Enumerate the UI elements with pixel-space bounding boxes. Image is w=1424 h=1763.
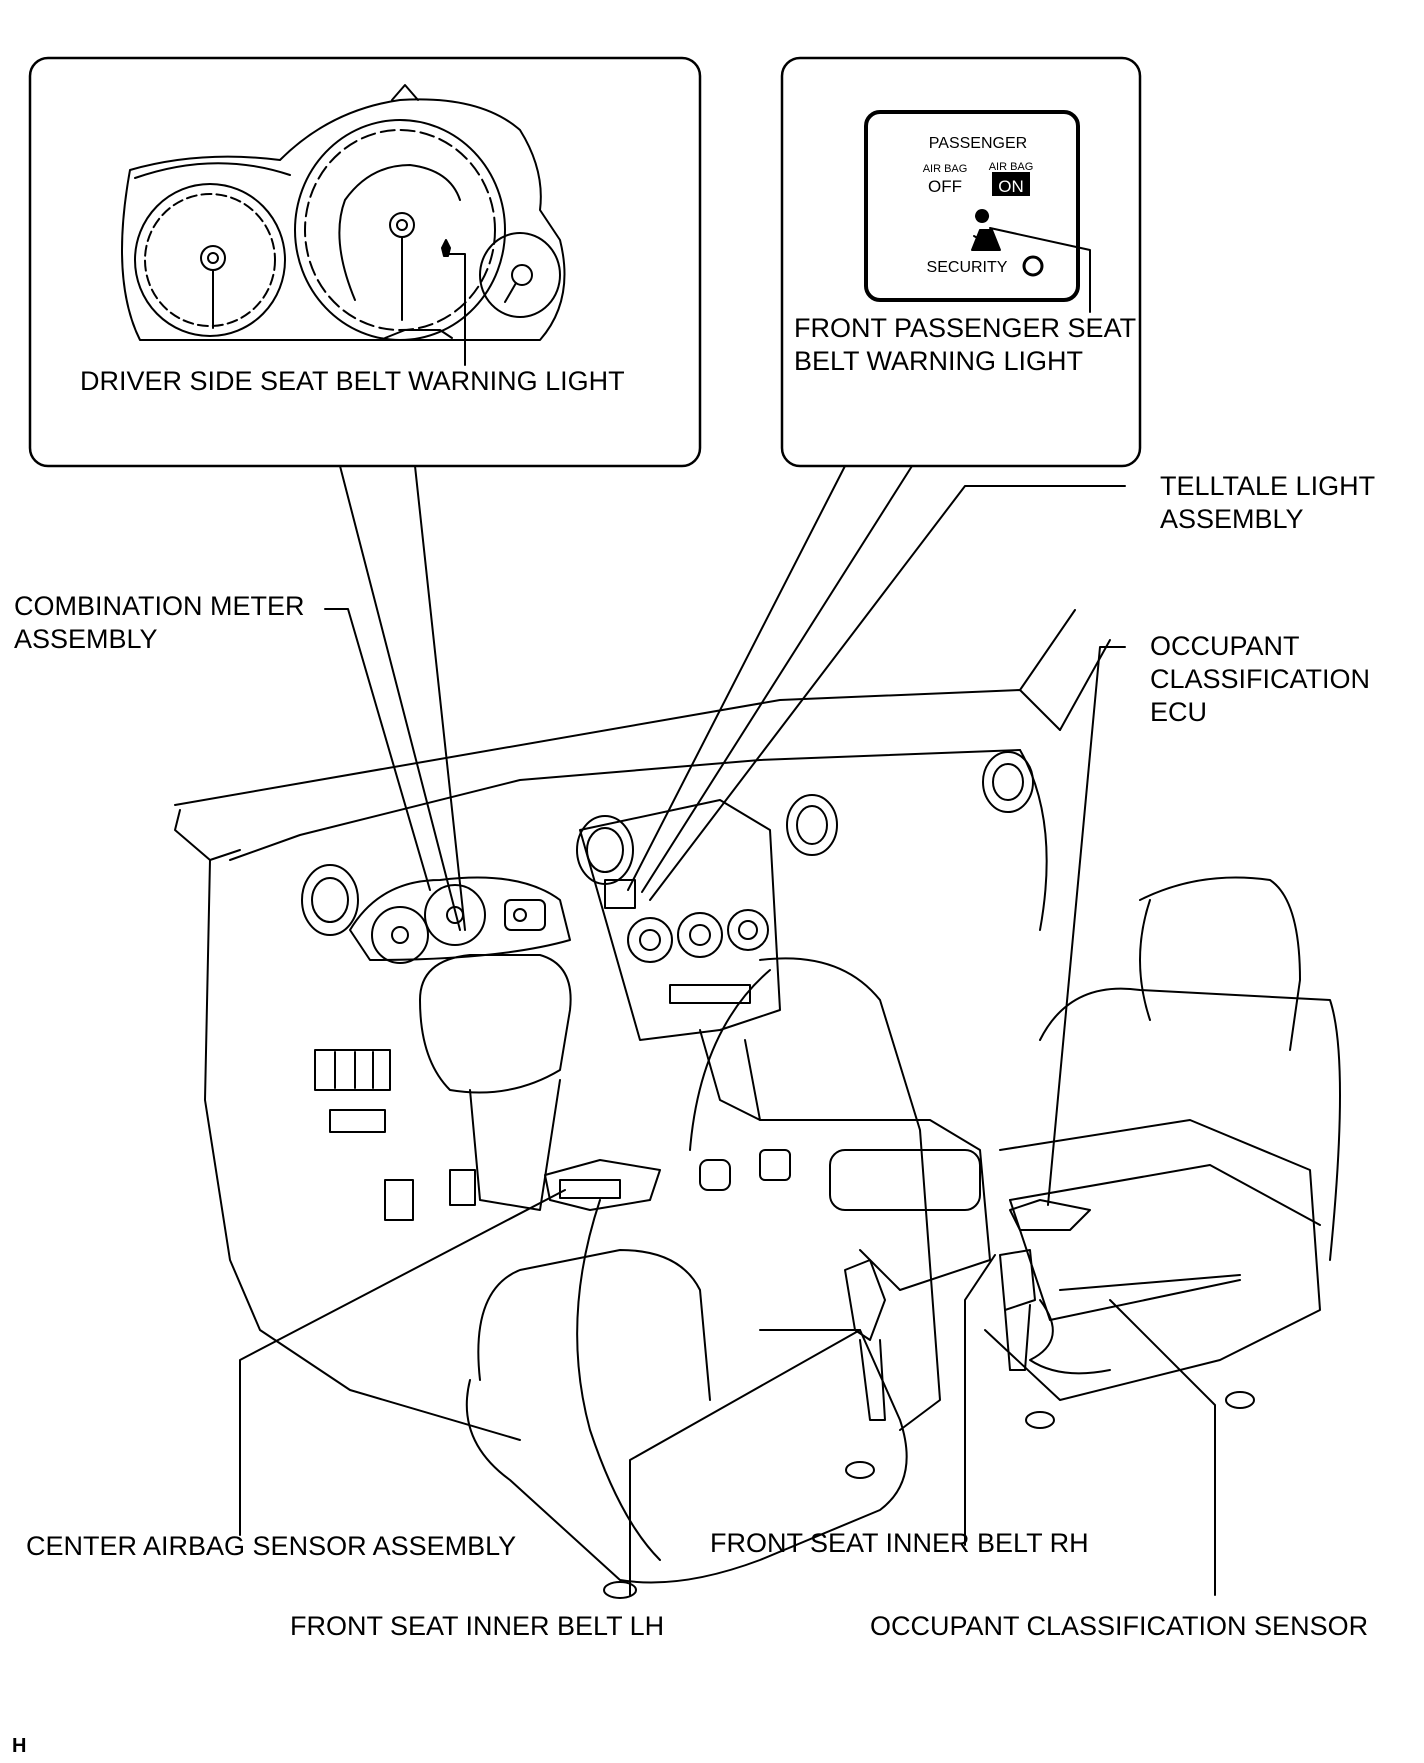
label-driver-seat-belt-warning-light: DRIVER SIDE SEAT BELT WARNING LIGHT bbox=[80, 366, 625, 396]
label-front-passenger-seat-belt-warning-light: FRONT PASSENGER SEAT BELT WARNING LIGHT bbox=[794, 312, 1136, 378]
combination-meter-closeup bbox=[121, 84, 566, 341]
label-line: ECU bbox=[1150, 697, 1208, 727]
label-line: ASSEMBLY bbox=[14, 624, 158, 654]
page-mark: H bbox=[12, 1735, 27, 1757]
telltale-on-text: ON bbox=[998, 177, 1024, 196]
telltale-panel-closeup bbox=[864, 110, 1080, 302]
label-line: ASSEMBLY bbox=[1160, 504, 1304, 534]
label-occupant-classification-ecu: OCCUPANT CLASSIFICATION ECU bbox=[1150, 630, 1370, 729]
dashboard-illustration bbox=[174, 609, 1341, 1599]
label-line: OCCUPANT bbox=[1150, 631, 1300, 661]
telltale-security-text: SECURITY bbox=[927, 259, 1008, 276]
telltale-inset-frame bbox=[780, 56, 1142, 468]
label-telltale-light-assembly: TELLTALE LIGHT ASSEMBLY bbox=[1160, 470, 1375, 536]
telltale-passenger-text: PASSENGER bbox=[929, 135, 1027, 152]
label-occupant-classification-sensor: OCCUPANT CLASSIFICATION SENSOR bbox=[870, 1611, 1369, 1641]
label-line: TELLTALE LIGHT bbox=[1160, 471, 1376, 501]
label-line: CLASSIFICATION bbox=[1150, 664, 1371, 694]
label-front-seat-inner-belt-lh: FRONT SEAT INNER BELT LH bbox=[290, 1611, 665, 1641]
label-front-seat-inner-belt-rh: FRONT SEAT INNER BELT RH bbox=[710, 1528, 1089, 1558]
telltale-airbag-left-text: AIR BAG bbox=[923, 163, 968, 175]
label-line: FRONT PASSENGER SEAT bbox=[794, 313, 1137, 343]
meter-inset-frame bbox=[28, 56, 702, 468]
seat-belt-warning-icon bbox=[971, 209, 1001, 251]
label-center-airbag-sensor-assembly: CENTER AIRBAG SENSOR ASSEMBLY bbox=[26, 1531, 517, 1561]
airbag-on-indicator bbox=[992, 172, 1030, 196]
leader-lines bbox=[239, 227, 1216, 1596]
security-indicator-icon bbox=[1022, 255, 1044, 277]
label-combination-meter-assembly: COMBINATION METER ASSEMBLY bbox=[14, 590, 305, 656]
label-line: BELT WARNING LIGHT bbox=[794, 346, 1084, 376]
label-line: COMBINATION METER bbox=[14, 591, 305, 621]
telltale-off-text: OFF bbox=[928, 177, 962, 196]
telltale-airbag-right-text: AIR BAG bbox=[989, 161, 1034, 173]
